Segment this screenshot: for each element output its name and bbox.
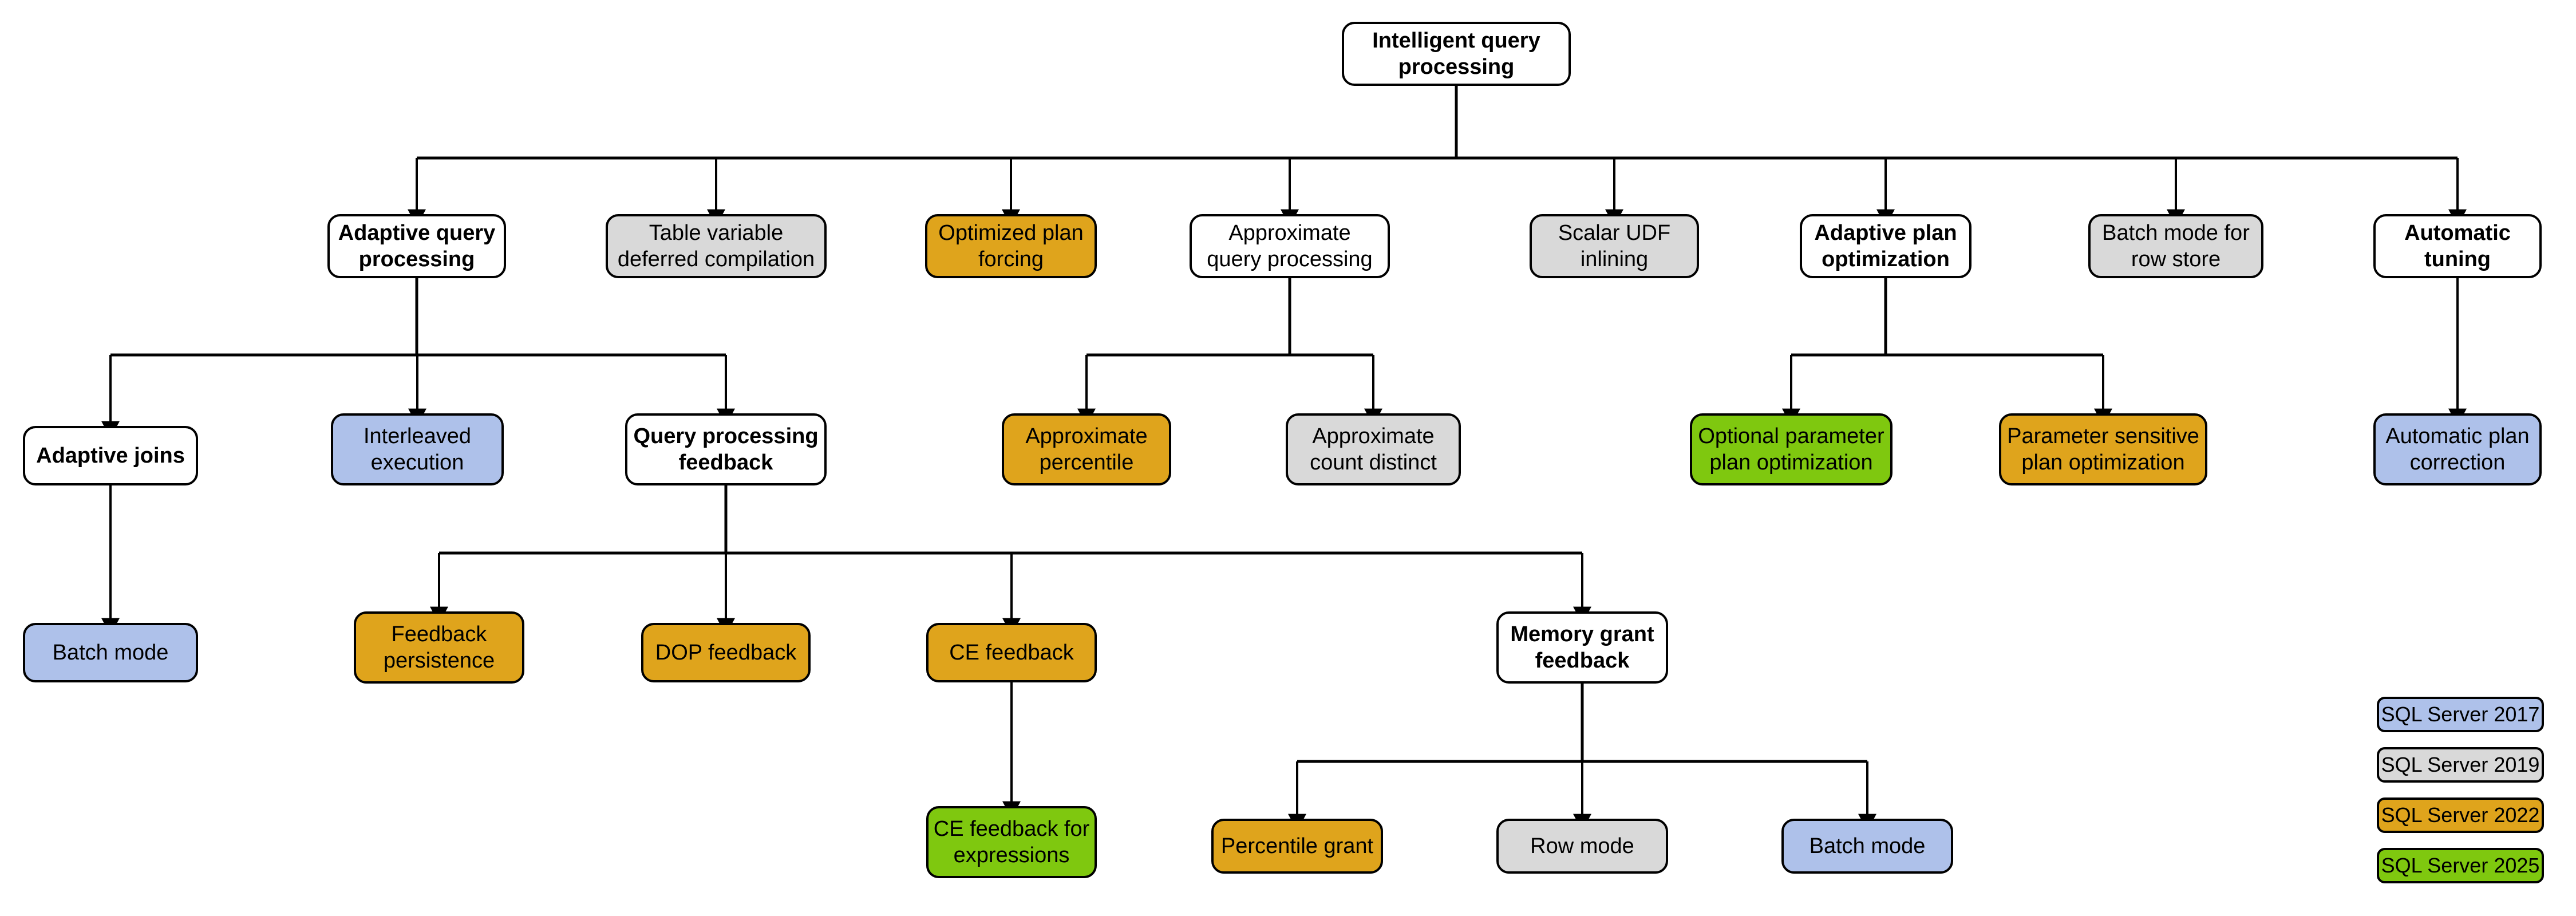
legend-item-sql-server-2022: SQL Server 2022	[2377, 797, 2544, 833]
legend-item-sql-server-2025: SQL Server 2025	[2377, 848, 2544, 883]
node-cefeedbackexpr[interactable]: CE feedback for expressions	[926, 806, 1097, 878]
legend-item-sql-server-2017: SQL Server 2017	[2377, 697, 2544, 732]
node-approxqp[interactable]: Approximate query processing	[1190, 214, 1390, 278]
node-apo[interactable]: Adaptive plan optimization	[1800, 214, 1971, 278]
node-dopfeedback[interactable]: DOP feedback	[641, 623, 811, 682]
node-oppo[interactable]: Optional parameter plan optimization	[1690, 413, 1893, 485]
node-pspo[interactable]: Parameter sensitive plan optimization	[1999, 413, 2207, 485]
node-batchmode2[interactable]: Batch mode	[1781, 819, 1953, 874]
node-autotune[interactable]: Automatic tuning	[2373, 214, 2542, 278]
node-aqp[interactable]: Adaptive query processing	[327, 214, 506, 278]
node-tvdc[interactable]: Table variable deferred compilation	[606, 214, 827, 278]
node-bmrs[interactable]: Batch mode for row store	[2088, 214, 2263, 278]
node-interleaved[interactable]: Interleaved execution	[331, 413, 504, 485]
node-root[interactable]: Intelligent query processing	[1342, 22, 1571, 86]
node-adaptivejoins[interactable]: Adaptive joins	[23, 426, 198, 485]
node-mgf[interactable]: Memory grant feedback	[1496, 611, 1668, 684]
node-feedbackpersist[interactable]: Feedback persistence	[354, 611, 524, 684]
node-udf[interactable]: Scalar UDF inlining	[1530, 214, 1699, 278]
node-rowmode[interactable]: Row mode	[1496, 819, 1668, 874]
node-batchmode1[interactable]: Batch mode	[23, 623, 198, 682]
legend-item-sql-server-2019: SQL Server 2019	[2377, 747, 2544, 783]
node-approxpct[interactable]: Approximate percentile	[1002, 413, 1171, 485]
node-cefeedback[interactable]: CE feedback	[926, 623, 1097, 682]
node-approxcd[interactable]: Approximate count distinct	[1286, 413, 1461, 485]
node-qpf[interactable]: Query processing feedback	[625, 413, 827, 485]
node-pctgrant[interactable]: Percentile grant	[1211, 819, 1383, 874]
node-opf[interactable]: Optimized plan forcing	[925, 214, 1097, 278]
node-apc[interactable]: Automatic plan correction	[2373, 413, 2542, 485]
